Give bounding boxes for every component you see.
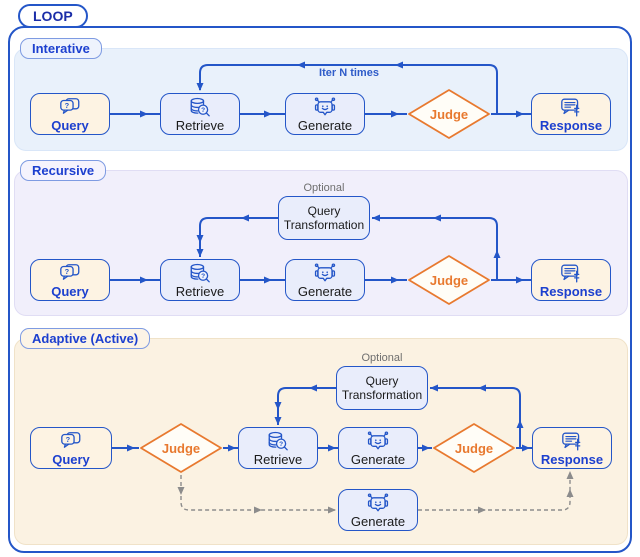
loop-title: LOOP	[18, 4, 88, 28]
section-label-adaptive: Adaptive (Active)	[20, 328, 151, 349]
database-search-icon	[190, 264, 210, 283]
robot-icon	[314, 263, 336, 282]
section-recursive	[14, 170, 628, 316]
generate-node: Generate	[285, 259, 365, 301]
response-node: Response	[531, 93, 611, 135]
query-transformation-node: Query Transformation	[278, 196, 370, 240]
node-label: Query Transformation	[341, 373, 423, 402]
node-label: Retrieve	[253, 452, 303, 468]
iter-n-times-label: Iter N times	[319, 67, 379, 79]
node-label: Query	[51, 118, 89, 134]
node-label: Retrieve	[175, 118, 225, 134]
response-node: Response	[531, 259, 611, 301]
node-label: Judge	[454, 440, 494, 456]
node-label: Query	[52, 452, 90, 468]
node-label: Generate	[350, 452, 406, 468]
section-label-iterative: Interative	[20, 38, 102, 59]
query-node: Query	[30, 427, 112, 469]
generate-node: Generate	[285, 93, 365, 135]
chat-question-icon	[61, 432, 81, 449]
iterative-edges	[110, 61, 531, 118]
node-label: Response	[539, 118, 603, 134]
node-label: Query	[51, 284, 89, 300]
section-label-recursive: Recursive	[20, 160, 107, 181]
generate-followup-node: Generate	[338, 489, 418, 531]
node-label: Response	[539, 284, 603, 300]
adaptive-edges	[112, 384, 574, 514]
optional-label: Optional	[361, 352, 403, 364]
node-label: Generate	[350, 514, 406, 530]
node-label: Response	[540, 452, 604, 468]
query-node: Query	[30, 259, 110, 301]
query-transformation-node: Query Transformation	[336, 366, 428, 410]
node-label: Generate	[297, 118, 353, 134]
query-node: Query	[30, 93, 110, 135]
robot-icon	[367, 431, 389, 450]
chat-tune-icon	[561, 98, 580, 117]
judge-node: Judge	[407, 88, 491, 140]
robot-icon	[367, 493, 389, 512]
chat-tune-icon	[562, 432, 581, 451]
node-label: Judge	[429, 272, 469, 288]
node-label: Judge	[429, 106, 469, 122]
judge-node: Judge	[407, 254, 491, 306]
optional-label: Optional	[303, 182, 345, 194]
generate-node: Generate	[338, 427, 418, 469]
response-node: Response	[532, 427, 612, 469]
node-label: Judge	[161, 440, 201, 456]
judge-pre-retrieval-node: Judge	[139, 422, 223, 474]
database-search-icon	[190, 98, 210, 117]
judge-post-generation-node: Judge	[432, 422, 516, 474]
node-label: Retrieve	[175, 284, 225, 300]
node-label: Generate	[297, 284, 353, 300]
recursive-edges	[110, 214, 531, 284]
node-label: Query Transformation	[283, 203, 365, 232]
chat-tune-icon	[561, 264, 580, 283]
chat-question-icon	[60, 98, 80, 115]
robot-icon	[314, 97, 336, 116]
database-search-icon	[268, 432, 288, 451]
retrieve-node: Retrieve	[160, 259, 240, 301]
chat-question-icon	[60, 264, 80, 281]
retrieve-node: Retrieve	[160, 93, 240, 135]
retrieve-node: Retrieve	[238, 427, 318, 469]
